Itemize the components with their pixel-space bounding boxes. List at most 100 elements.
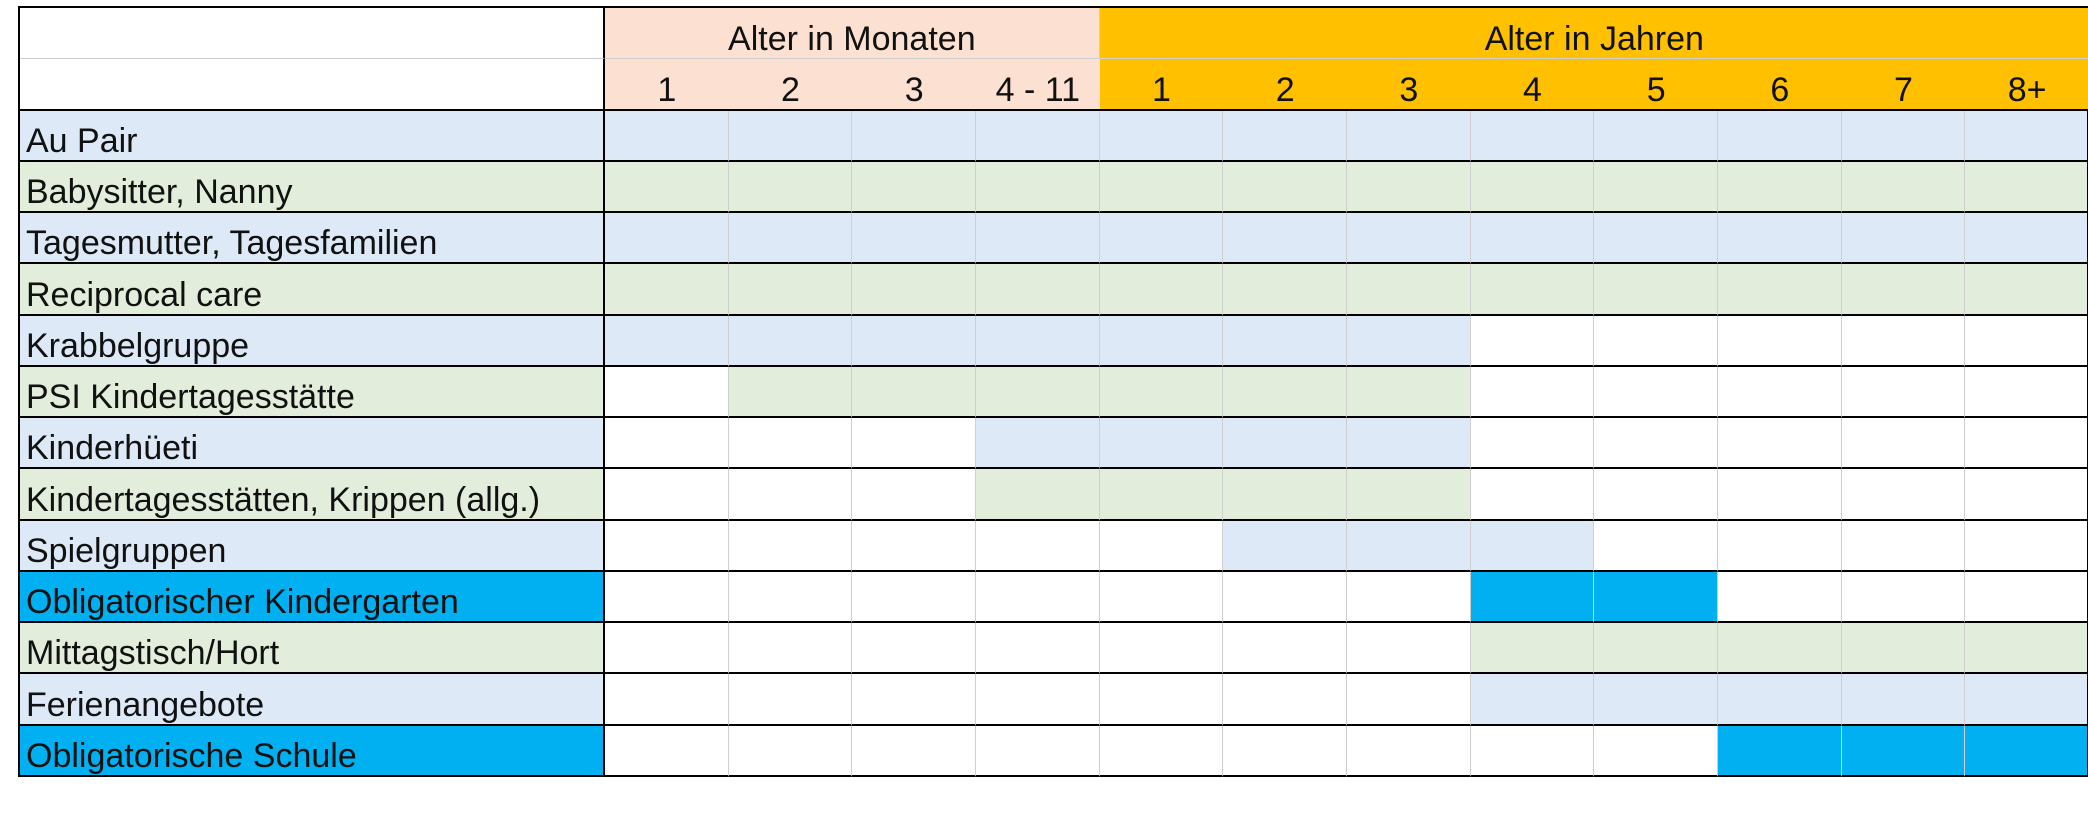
table-cell [728,623,853,675]
table-cell [1717,418,1842,470]
table-cell [1470,674,1595,726]
column-header: 5 [1594,59,1718,111]
row-label: Kinderhüeti [20,418,605,470]
column-header: 6 [1717,59,1842,111]
table-cell [1717,366,1842,419]
table-cell [1965,110,2088,162]
table-cell [1099,520,1224,572]
table-cell [1965,366,2088,419]
table-cell [1223,418,1347,470]
table-cell [1965,161,2088,214]
table-cell [1841,520,1966,572]
table-cell [1346,264,1471,316]
table-cell [975,623,1100,675]
table-cell [605,264,729,316]
table-cell [975,571,1100,624]
header-months-group: Alter in Monaten [605,8,1100,60]
table-cell [975,264,1100,316]
table-cell [1223,264,1347,316]
table-cell [1841,161,1966,214]
table-cell [852,366,976,419]
table-cell [728,213,853,265]
column-header: 8+ [1965,59,2088,111]
row-label: Obligatorischer Kindergarten [20,571,605,624]
table-cell [1965,623,2088,675]
table-cell [1346,110,1471,162]
table-cell [1965,674,2088,726]
table-cell [1841,264,1966,316]
table-cell [1346,315,1471,367]
table-cell [728,725,853,777]
table-cell [1223,213,1347,265]
table-cell [975,110,1100,162]
table-cell [1594,315,1718,367]
corner-blank-top [20,8,605,60]
table-cell [1099,213,1224,265]
table-cell [1223,366,1347,419]
table-cell [1346,571,1471,624]
table-cell [1346,366,1471,419]
table-cell [605,161,729,214]
table-cell [975,213,1100,265]
row-label: Tagesmutter, Tagesfamilien [20,213,605,265]
table-cell [1594,674,1718,726]
table-cell [852,469,976,521]
row-label: Kindertagesstätten, Krippen (allg.) [20,469,605,521]
table-cell [1841,366,1966,419]
table-cell [1717,161,1842,214]
table-cell [1841,623,1966,675]
table-cell [1346,418,1471,470]
table-cell [728,161,853,214]
table-cell [1717,213,1842,265]
table-cell [1223,110,1347,162]
table-cell [1099,725,1224,777]
table-cell [1841,110,1966,162]
table-cell [1099,366,1224,419]
table-cell [1223,520,1347,572]
table-cell [1470,571,1595,624]
column-header: 4 [1470,59,1595,111]
table-cell [852,571,976,624]
table-cell [1841,315,1966,367]
table-cell [1594,623,1718,675]
table-cell [852,674,976,726]
table-cell [1099,161,1224,214]
column-header: 3 [852,59,976,111]
column-header: 1 [605,59,729,111]
table-cell [1099,674,1224,726]
table-cell [1841,725,1966,777]
row-label: Au Pair [20,110,605,162]
table-cell [728,571,853,624]
table-cell [728,366,853,419]
table-cell [605,418,729,470]
table-cell [1594,264,1718,316]
table-cell [728,520,853,572]
table-cell [1841,674,1966,726]
table-cell [605,213,729,265]
table-cell [1099,110,1224,162]
table-cell [1594,161,1718,214]
table-cell [1346,674,1471,726]
table-cell [1223,161,1347,214]
row-label: Mittagstisch/Hort [20,623,605,675]
table-cell [1594,418,1718,470]
table-cell [1594,725,1718,777]
table-cell [605,469,729,521]
table-cell [1965,315,2088,367]
table-cell [1965,520,2088,572]
table-cell [1099,623,1224,675]
table-cell [1717,725,1842,777]
table-cell [1099,315,1224,367]
table-cell [1717,674,1842,726]
table-cell [605,623,729,675]
table-cell [852,725,976,777]
table-cell [1965,418,2088,470]
table-cell [1470,264,1595,316]
table-cell [975,469,1100,521]
table-cell [852,161,976,214]
table-cell [1594,110,1718,162]
table-cell [1717,469,1842,521]
table-cell [1346,213,1471,265]
table-cell [1717,315,1842,367]
